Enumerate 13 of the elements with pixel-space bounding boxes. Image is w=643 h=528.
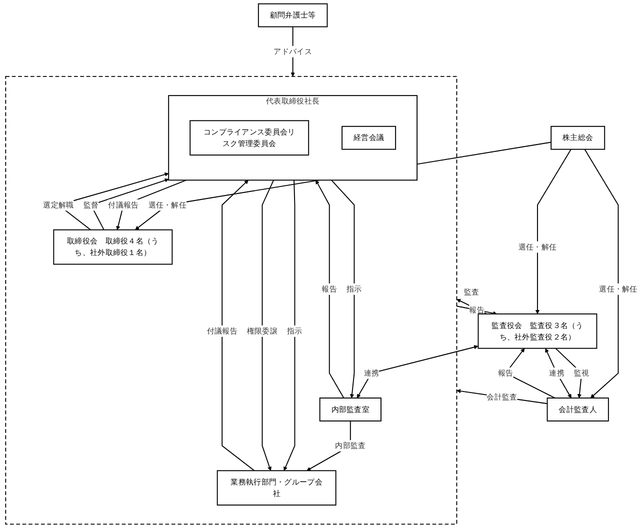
arrow: [584, 148, 619, 398]
arrow: [262, 180, 274, 471]
arrow: [555, 348, 582, 398]
arrow: [331, 180, 355, 398]
arrow: [284, 180, 296, 471]
arrow: [116, 180, 187, 230]
arrow: [545, 348, 572, 398]
arrow: [356, 345, 478, 398]
cluster: [5, 76, 458, 525]
arrow: [222, 180, 255, 472]
arrow: [456, 389, 548, 404]
arrow: [535, 148, 572, 314]
arrow: [316, 180, 344, 398]
